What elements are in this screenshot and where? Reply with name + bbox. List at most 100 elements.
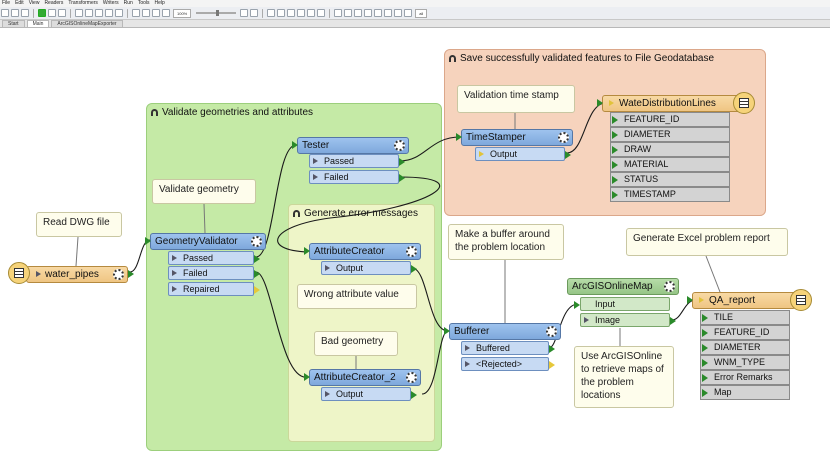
transformer-geometry-validator[interactable]: GeometryValidator bbox=[145, 233, 266, 250]
view-dropdown[interactable]: all bbox=[415, 8, 428, 18]
attribute-diameter[interactable]: DIAMETER bbox=[610, 127, 730, 142]
gear-icon[interactable] bbox=[113, 269, 124, 280]
grid-icon[interactable] bbox=[317, 9, 326, 17]
tab-main[interactable]: Main bbox=[26, 20, 50, 27]
annotation-time-stamp[interactable]: Validation time stamp bbox=[457, 85, 575, 113]
gear-icon[interactable] bbox=[558, 132, 569, 143]
transformer-attribute-creator-2[interactable]: AttributeCreator_2 bbox=[304, 369, 421, 386]
expand-icon[interactable] bbox=[36, 271, 41, 277]
port-failed[interactable]: Failed bbox=[168, 266, 260, 280]
zoom-level[interactable]: 100% bbox=[173, 8, 192, 18]
bookmark-icon[interactable] bbox=[267, 9, 276, 17]
settings-icon[interactable] bbox=[307, 9, 316, 17]
pan-icon[interactable] bbox=[142, 9, 150, 17]
output-port-icon[interactable] bbox=[411, 265, 417, 273]
zoom-in-icon[interactable] bbox=[152, 9, 160, 17]
output-port-icon[interactable] bbox=[254, 270, 260, 278]
output-port-icon[interactable] bbox=[549, 345, 555, 353]
menu-transformers[interactable]: Transformers bbox=[68, 0, 98, 6]
zoom-slider[interactable] bbox=[196, 10, 237, 16]
transformer-bufferer[interactable]: Bufferer bbox=[444, 323, 561, 340]
annotation-wrong-attribute[interactable]: Wrong attribute value bbox=[297, 284, 417, 309]
zoom-out-icon[interactable] bbox=[162, 9, 170, 17]
port-output[interactable]: Output bbox=[475, 147, 571, 161]
port-passed[interactable]: Passed bbox=[309, 154, 405, 168]
unconnected-port-icon[interactable] bbox=[254, 286, 260, 294]
transformer-time-stamper[interactable]: TimeStamper bbox=[456, 129, 573, 146]
annotation-read-dwg[interactable]: Read DWG file bbox=[36, 212, 122, 237]
paste-icon[interactable] bbox=[95, 9, 103, 17]
expand-icon[interactable] bbox=[699, 297, 704, 303]
link-icon[interactable] bbox=[297, 9, 306, 17]
input-port-icon[interactable] bbox=[304, 247, 310, 255]
annotation-arcgis[interactable]: Use ArcGISOnline to retrieve maps of the… bbox=[574, 346, 674, 408]
attribute-diameter[interactable]: DIAMETER bbox=[700, 340, 790, 355]
annotation-buffer[interactable]: Make a buffer around the problem locatio… bbox=[448, 224, 564, 260]
attribute-status[interactable]: STATUS bbox=[610, 172, 730, 187]
stop-icon[interactable] bbox=[48, 9, 56, 17]
fit-selection-icon[interactable] bbox=[250, 9, 259, 17]
select-icon[interactable] bbox=[132, 9, 140, 17]
annotation-excel-report[interactable]: Generate Excel problem report bbox=[626, 228, 788, 256]
attribute-port-icon[interactable] bbox=[612, 161, 618, 169]
attribute-port-icon[interactable] bbox=[702, 329, 708, 337]
port-failed[interactable]: Failed bbox=[309, 170, 405, 184]
port-buffered[interactable]: Buffered bbox=[461, 341, 555, 355]
tab-start[interactable]: Start bbox=[2, 20, 25, 27]
layout-7-icon[interactable] bbox=[394, 9, 403, 17]
output-port-icon[interactable] bbox=[565, 151, 571, 159]
port-output[interactable]: Output bbox=[321, 261, 417, 275]
menu-writers[interactable]: Writers bbox=[102, 0, 119, 6]
layout-5-icon[interactable] bbox=[374, 9, 383, 17]
attribute-port-icon[interactable] bbox=[702, 344, 708, 352]
menu-edit[interactable]: Edit bbox=[15, 0, 24, 6]
transformer-attribute-creator[interactable]: AttributeCreator bbox=[304, 243, 421, 260]
gear-icon[interactable] bbox=[546, 326, 557, 337]
input-port-icon[interactable] bbox=[444, 327, 450, 335]
transformer-arcgis-online-map[interactable]: ArcGISOnlineMap bbox=[567, 278, 679, 295]
align-icon[interactable] bbox=[287, 9, 296, 17]
output-port-icon[interactable] bbox=[128, 270, 134, 278]
layout-6-icon[interactable] bbox=[384, 9, 393, 17]
reader-water-pipes[interactable]: water_pipes bbox=[26, 266, 134, 283]
input-port-icon[interactable] bbox=[687, 296, 693, 304]
run-icon[interactable] bbox=[38, 9, 46, 17]
attribute-port-icon[interactable] bbox=[612, 146, 618, 154]
attribute-wnm-type[interactable]: WNM_TYPE bbox=[700, 355, 790, 370]
copy-icon[interactable] bbox=[85, 9, 93, 17]
gear-icon[interactable] bbox=[394, 140, 405, 151]
step-icon[interactable] bbox=[58, 9, 66, 17]
attribute-material[interactable]: MATERIAL bbox=[610, 157, 730, 172]
writer-water-distribution-lines[interactable]: WateDistributionLines bbox=[597, 95, 744, 112]
layout-8-icon[interactable] bbox=[404, 9, 413, 17]
unconnected-port-icon[interactable] bbox=[549, 361, 555, 369]
attribute-port-icon[interactable] bbox=[702, 314, 708, 322]
layout-2-icon[interactable] bbox=[344, 9, 353, 17]
input-port-icon[interactable] bbox=[597, 99, 603, 107]
attribute-timestamp[interactable]: TIMESTAMP bbox=[610, 187, 730, 202]
input-port-icon[interactable] bbox=[292, 141, 298, 149]
workspace-canvas[interactable]: Validate geometries and attributes Save … bbox=[0, 28, 830, 466]
annotation-validate-geometry[interactable]: Validate geometry bbox=[152, 179, 256, 204]
undo-icon[interactable] bbox=[105, 9, 113, 17]
port-repaired[interactable]: Repaired bbox=[168, 282, 260, 296]
attribute-port-icon[interactable] bbox=[702, 359, 708, 367]
attribute-port-icon[interactable] bbox=[612, 191, 618, 199]
gear-icon[interactable] bbox=[406, 246, 417, 257]
expand-icon[interactable] bbox=[609, 100, 614, 106]
port-rejected[interactable]: <Rejected> bbox=[461, 357, 555, 371]
save-icon[interactable] bbox=[21, 9, 29, 17]
port-input[interactable]: Input bbox=[574, 297, 670, 311]
attribute-port-icon[interactable] bbox=[702, 389, 708, 397]
attribute-port-icon[interactable] bbox=[702, 374, 708, 382]
annotation-bad-geometry[interactable]: Bad geometry bbox=[314, 331, 398, 356]
output-port-icon[interactable] bbox=[254, 255, 260, 263]
attribute-draw[interactable]: DRAW bbox=[610, 142, 730, 157]
gear-icon[interactable] bbox=[664, 281, 675, 292]
attribute-port-icon[interactable] bbox=[612, 116, 618, 124]
writer-qa-report[interactable]: QA_report bbox=[687, 292, 796, 309]
output-port-icon[interactable] bbox=[399, 158, 405, 166]
cut-icon[interactable] bbox=[75, 9, 83, 17]
menu-help[interactable]: Help bbox=[154, 0, 165, 6]
attribute-feature-id[interactable]: FEATURE_ID bbox=[700, 325, 790, 340]
